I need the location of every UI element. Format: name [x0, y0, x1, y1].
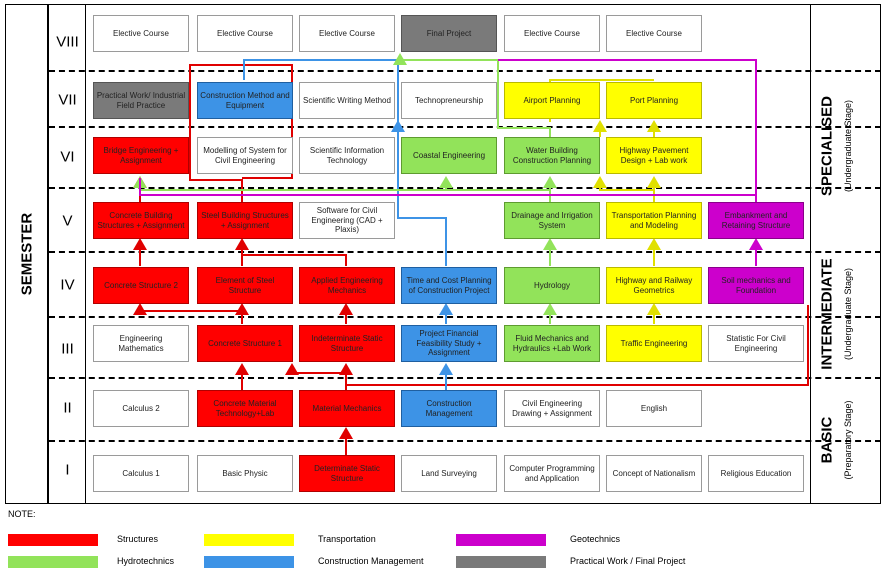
row-divider: [49, 70, 881, 72]
course-religious-education: Religious Education: [708, 455, 804, 492]
course-water-building-construction: Water Building Construction Planning: [504, 137, 600, 174]
course-scientific-writing: Scientific Writing Method: [299, 82, 395, 119]
legend-label-hydrotechnics: Hydrotechnics: [117, 556, 175, 566]
legend-swatch-structures: [8, 534, 98, 546]
course-soil-mechanics-and-foundation: Soil mechanics and Foundation: [708, 267, 804, 304]
legend-swatch-transportation: [204, 534, 294, 546]
course-concrete-structure-1: Concrete Structure 1: [197, 325, 293, 362]
semester-label-iv: IV: [60, 276, 75, 294]
legend-label-transportation: Transportation: [318, 534, 376, 544]
course-fluid-mechanics-and-hydraulics: Fluid Mechanics and Hydraulics +Lab Work: [504, 325, 600, 362]
course-elective-course: Elective Course: [504, 15, 600, 52]
course-determinate-static-structure: Determinate Static Structure: [299, 455, 395, 492]
legend-swatch-practical: [456, 556, 546, 568]
course-construction-method: Construction Method and Equipment: [197, 82, 293, 119]
course-english: English: [606, 390, 702, 427]
row-divider: [49, 251, 881, 253]
course-statistic-for-civil-engineering: Statistic For Civil Engineering: [708, 325, 804, 362]
course-hydrology: Hydrology: [504, 267, 600, 304]
course-elective-course: Elective Course: [93, 15, 189, 52]
course-modelling-of-system: Modelling of System for Civil Engineerin…: [197, 137, 293, 174]
course-construction-management: Construction Management: [401, 390, 497, 427]
course-drainage-and-irrigation: Drainage and Irrigation System: [504, 202, 600, 239]
course-project-financial-feasibility: Project Financial Feasibility Study + As…: [401, 325, 497, 362]
course-land-surveying: Land Surveying: [401, 455, 497, 492]
legend-label-structures: Structures: [117, 534, 159, 544]
course-scientific-information-technology: Scientific Information Technology: [299, 137, 395, 174]
course-coastal-engineering: Coastal Engineering: [401, 137, 497, 174]
course-engineering-mathematics: Engineering Mathematics: [93, 325, 189, 362]
course-traffic-engineering: Traffic Engineering: [606, 325, 702, 362]
course-concrete-material-technology: Concrete Material Technology+Lab: [197, 390, 293, 427]
semester-label-viii: VIII: [56, 33, 79, 51]
course-indeterminate-static-structure: Indeterminate Static Structure: [299, 325, 395, 362]
semester-label-vii: VII: [58, 91, 77, 109]
row-divider: [49, 316, 881, 318]
legend-label-practical: Practical Work / Final Project: [570, 556, 686, 566]
course-material-mechanics: Material Mechanics: [299, 390, 395, 427]
course-calculus-1: Calculus 1: [93, 455, 189, 492]
course-concept-of-nationalism: Concept of Nationalism: [606, 455, 702, 492]
course-elective-course: Elective Course: [299, 15, 395, 52]
course-computer-programming: Computer Programming and Application: [504, 455, 600, 492]
course-transportation-planning: Transportation Planning and Modeling: [606, 202, 702, 239]
semester-column: [5, 4, 49, 504]
course-software-for-civil-engineering: Software for Civil Engineering (CAD + Pl…: [299, 202, 395, 239]
course-final-project: Final Project: [401, 15, 497, 52]
course-grid: [86, 4, 811, 504]
course-bridge-engineering: Bridge Engineering + Assignment: [93, 137, 189, 174]
course-highway-pavement-design: Highway Pavement Design + Lab work: [606, 137, 702, 174]
course-highway-and-railway-geometrics: Highway and Railway Geometrics: [606, 267, 702, 304]
course-applied-engineering-mechanics: Applied Engineering Mechanics: [299, 267, 395, 304]
row-divider: [49, 126, 881, 128]
course-elective-course: Elective Course: [606, 15, 702, 52]
course-calculus-2: Calculus 2: [93, 390, 189, 427]
course-basic-physic: Basic Physic: [197, 455, 293, 492]
course-time-and-cost-planning: Time and Cost Planning of Construction P…: [401, 267, 497, 304]
course-port-planning: Port Planning: [606, 82, 702, 119]
semester-label-ii: II: [63, 399, 72, 417]
row-divider: [49, 440, 881, 442]
course-civil-engineering-drawing: Civil Engineering Drawing + Assignment: [504, 390, 600, 427]
course-embankment-and-retaining: Embankment and Retaining Structure: [708, 202, 804, 239]
legend-swatch-construction-management: [204, 556, 294, 568]
course-concrete-structure-2: Concrete Structure 2: [93, 267, 189, 304]
course-technopreneurship: Technopreneurship: [401, 82, 497, 119]
course-element-of-steel-structure: Element of Steel Structure: [197, 267, 293, 304]
semester-label-i: I: [65, 461, 70, 479]
course-concrete-building-structures: Concrete Building Structures + Assignmen…: [93, 202, 189, 239]
course-practical-work: Practical Work/ Industrial Field Practic…: [93, 82, 189, 119]
legend-title: NOTE:: [8, 509, 36, 519]
semester-label-iii: III: [61, 340, 74, 358]
semester-number-column: [49, 4, 86, 504]
semester-label-vi: VI: [60, 148, 75, 166]
legend-label-construction-management: Construction Management: [318, 556, 424, 566]
legend-swatch-geotechnics: [456, 534, 546, 546]
course-steel-building-structures: Steel Building Structures + Assignment: [197, 202, 293, 239]
course-elective-course: Elective Course: [197, 15, 293, 52]
semester-label-v: V: [62, 212, 73, 230]
row-divider: [49, 377, 881, 379]
course-airport-planning: Airport Planning: [504, 82, 600, 119]
legend-swatch-hydrotechnics: [8, 556, 98, 568]
row-divider: [49, 187, 881, 189]
legend-label-geotechnics: Geotechnics: [570, 534, 621, 544]
diagram-frame: [5, 4, 881, 504]
